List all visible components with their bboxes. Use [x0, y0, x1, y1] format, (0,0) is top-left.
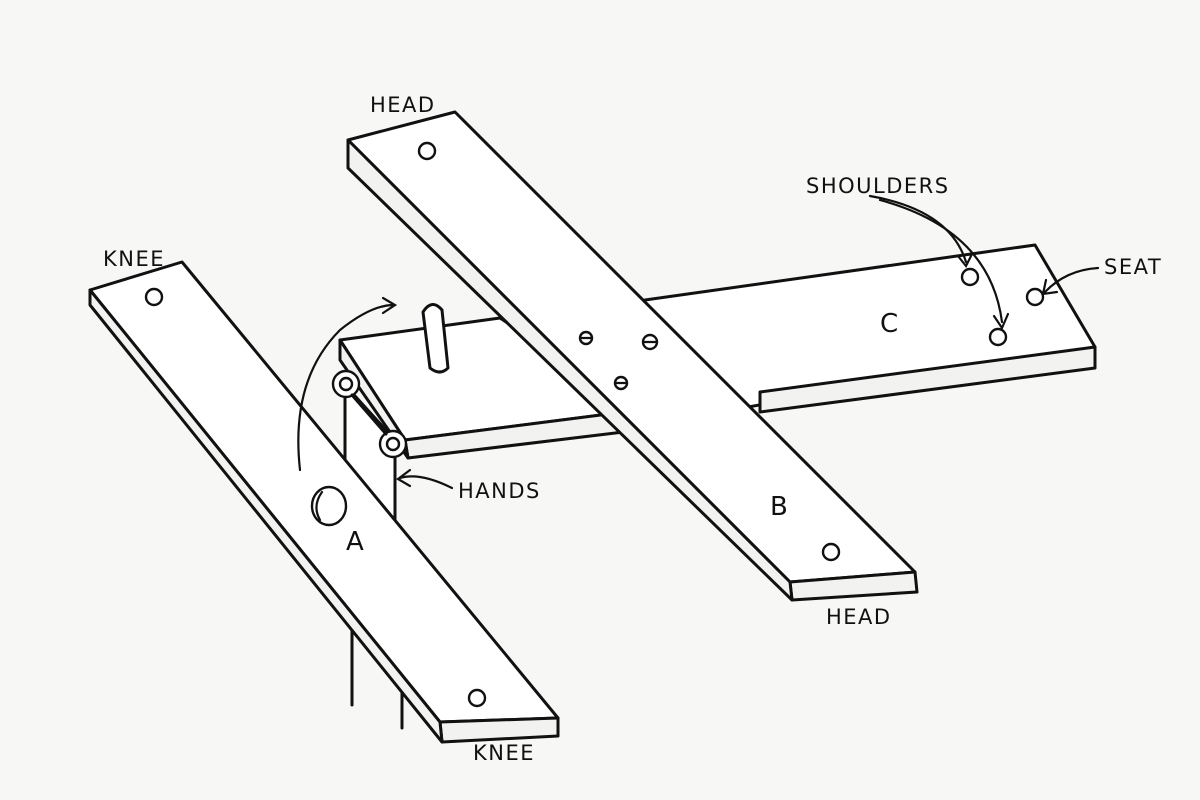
- label-board-b: B: [770, 492, 788, 522]
- screw-3: [613, 375, 629, 391]
- arrow-hands-head: [396, 468, 412, 488]
- shoulder-hole-lower: [988, 327, 1008, 347]
- screw-1: [578, 330, 594, 346]
- hinge-lower-pin: [385, 436, 401, 452]
- board-b-side-edge: [346, 138, 794, 602]
- arrow-peg-path: [297, 303, 394, 472]
- label-board-a: A: [346, 527, 364, 557]
- board-a: [88, 260, 560, 744]
- head-hole-bottom: [821, 542, 841, 562]
- board-b: [346, 110, 919, 602]
- knee-hole-top: [144, 287, 164, 307]
- label-head-top: HEAD: [370, 93, 436, 117]
- board-a-front-edge: [438, 716, 560, 744]
- hinged-plate-side-edge: [338, 338, 410, 460]
- arrow-shoulders: [868, 194, 1010, 331]
- arrow-shoulders-lower: [878, 198, 1004, 324]
- shoulder-hole-upper: [960, 267, 980, 287]
- head-hole-top: [417, 141, 437, 161]
- screw-2: [641, 333, 659, 351]
- peg-socket: [310, 485, 348, 527]
- arrow-hands: [396, 468, 454, 490]
- arrow-peg-head: [381, 296, 398, 315]
- label-knee-top: KNEE: [103, 247, 165, 271]
- seat-hole: [1025, 287, 1045, 307]
- hinge-strap: [350, 393, 388, 436]
- arrow-seat-path: [1043, 266, 1100, 294]
- label-knee-bottom: KNEE: [473, 741, 535, 765]
- hinged-plate: [331, 303, 642, 460]
- arrow-peg-to-socket: [297, 296, 398, 472]
- peg: [421, 303, 450, 374]
- label-seat: SEAT: [1104, 255, 1162, 279]
- arrow-seat-head: [1041, 278, 1059, 296]
- label-hands: HANDS: [458, 479, 541, 503]
- label-head-bottom: HEAD: [826, 605, 892, 629]
- arrow-shoulders-upper-head: [956, 252, 974, 269]
- arrow-seat: [1041, 266, 1100, 296]
- label-board-c: C: [880, 309, 898, 339]
- label-shoulders: SHOULDERS: [806, 174, 950, 198]
- arrow-shoulders-lower-head: [992, 312, 1010, 331]
- board-a-side-edge: [88, 288, 444, 744]
- knee-hole-bottom: [467, 688, 487, 708]
- board-c-front-edge: [758, 345, 1097, 414]
- arrow-hands-path: [398, 475, 454, 490]
- hinge-upper-pin: [338, 376, 354, 392]
- arrow-shoulders-upper: [868, 194, 968, 264]
